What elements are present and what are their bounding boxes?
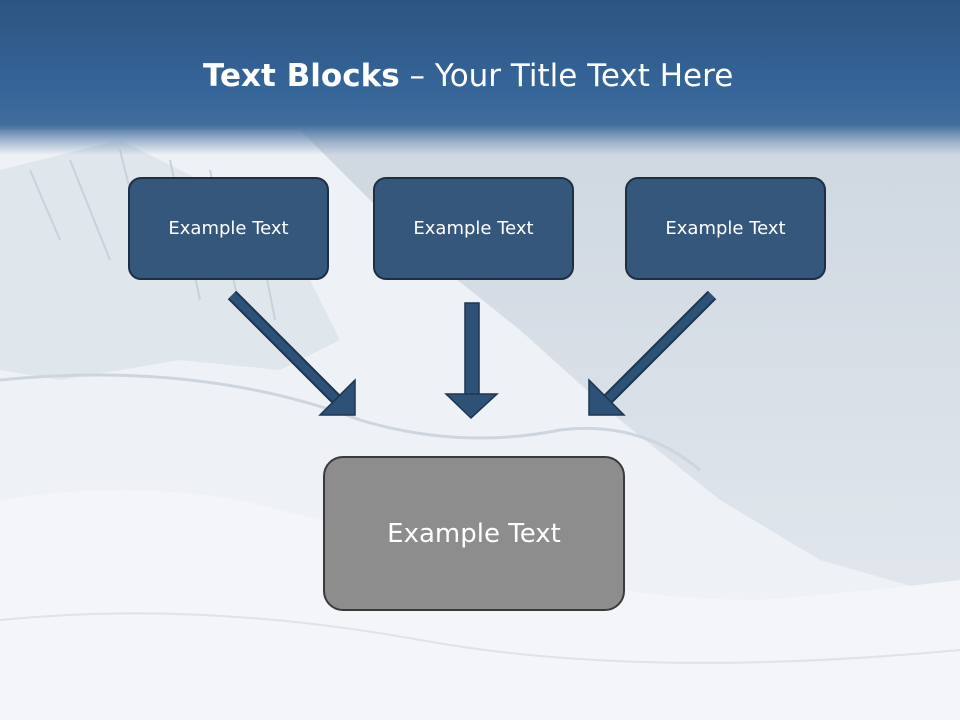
source-block-3: Example Text [625,177,826,280]
title-bold-part: Text Blocks [203,58,400,94]
source-block-3-label: Example Text [665,218,786,239]
title-rest-part: Your Title Text Here [434,58,734,94]
slide-title: Text Blocks – Your Title Text Here [203,52,733,100]
source-block-1-label: Example Text [168,218,289,239]
title-separator: – [399,58,435,94]
source-block-2: Example Text [373,177,574,280]
source-block-2-label: Example Text [413,218,534,239]
target-block-label: Example Text [387,518,561,549]
target-block: Example Text [323,456,625,611]
title-bar [0,0,960,155]
source-block-1: Example Text [128,177,329,280]
